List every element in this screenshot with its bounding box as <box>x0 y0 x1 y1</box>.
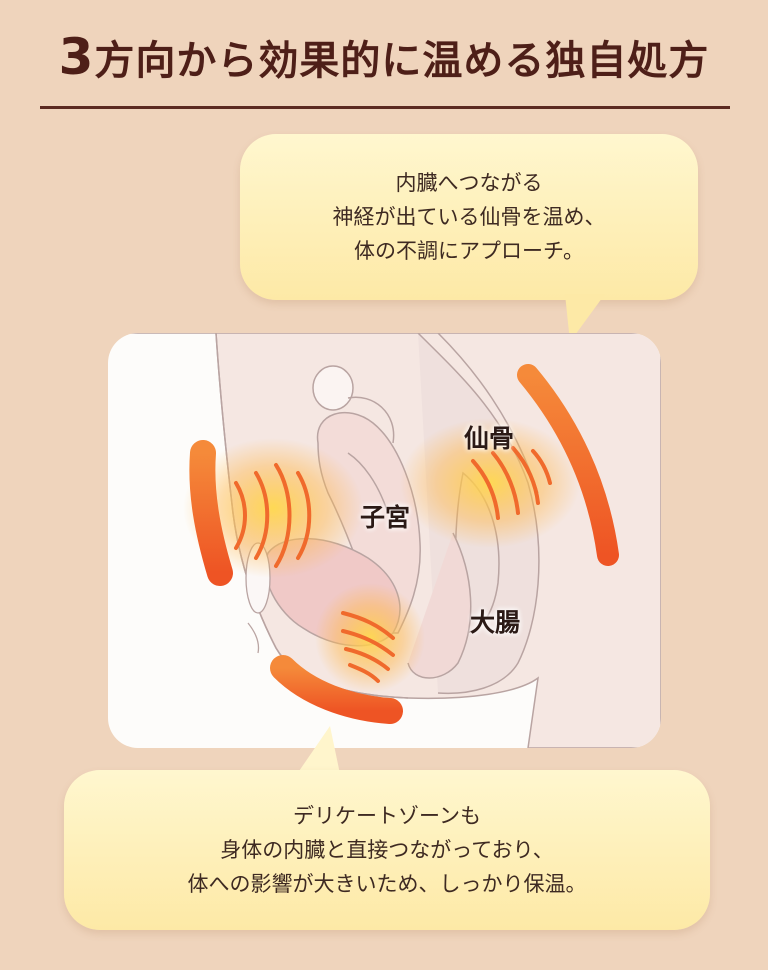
heat-waves-bottom <box>341 611 395 683</box>
heat-pad-back <box>517 364 619 566</box>
callout-tail <box>565 294 605 342</box>
delicate-zone-callout: デリケートゾーンも 身体の内臓と直接つながっており、 体への影響が大きいため、し… <box>64 770 710 930</box>
title-text: 方向から効果的に温める独自処方 <box>94 38 710 84</box>
callout-line: 身体の内臓と直接つながっており、 <box>220 838 554 862</box>
sacrum-callout: 内臓へつながる 神経が出ている仙骨を温め、 体の不調にアプローチ。 <box>240 134 698 300</box>
anatomy-diagram: 仙骨 子宮 大腸 <box>108 333 661 748</box>
label-uterus: 子宮 <box>360 503 411 532</box>
callout-line: 体への影響が大きいため、しっかり保温。 <box>187 872 587 896</box>
heat-waves-back <box>471 446 552 520</box>
heat-waves-front <box>234 463 312 568</box>
heat-pad-bottom <box>270 655 403 724</box>
callout-line: 神経が出ている仙骨を温め、 <box>332 205 606 229</box>
callout-line: 体の不調にアプローチ。 <box>354 239 584 263</box>
page-title: 3方向から効果的に温める独自処方 <box>0 28 768 86</box>
title-divider <box>40 106 730 109</box>
label-colon: 大腸 <box>470 608 521 637</box>
title-number: 3 <box>58 28 95 86</box>
anatomy-illustration <box>108 333 661 748</box>
label-sacrum: 仙骨 <box>464 424 515 453</box>
heat-pad-front <box>189 440 233 586</box>
callout-line: 内臓へつながる <box>395 171 543 195</box>
callout-tail <box>297 726 340 774</box>
callout-line: デリケートゾーンも <box>293 804 481 828</box>
